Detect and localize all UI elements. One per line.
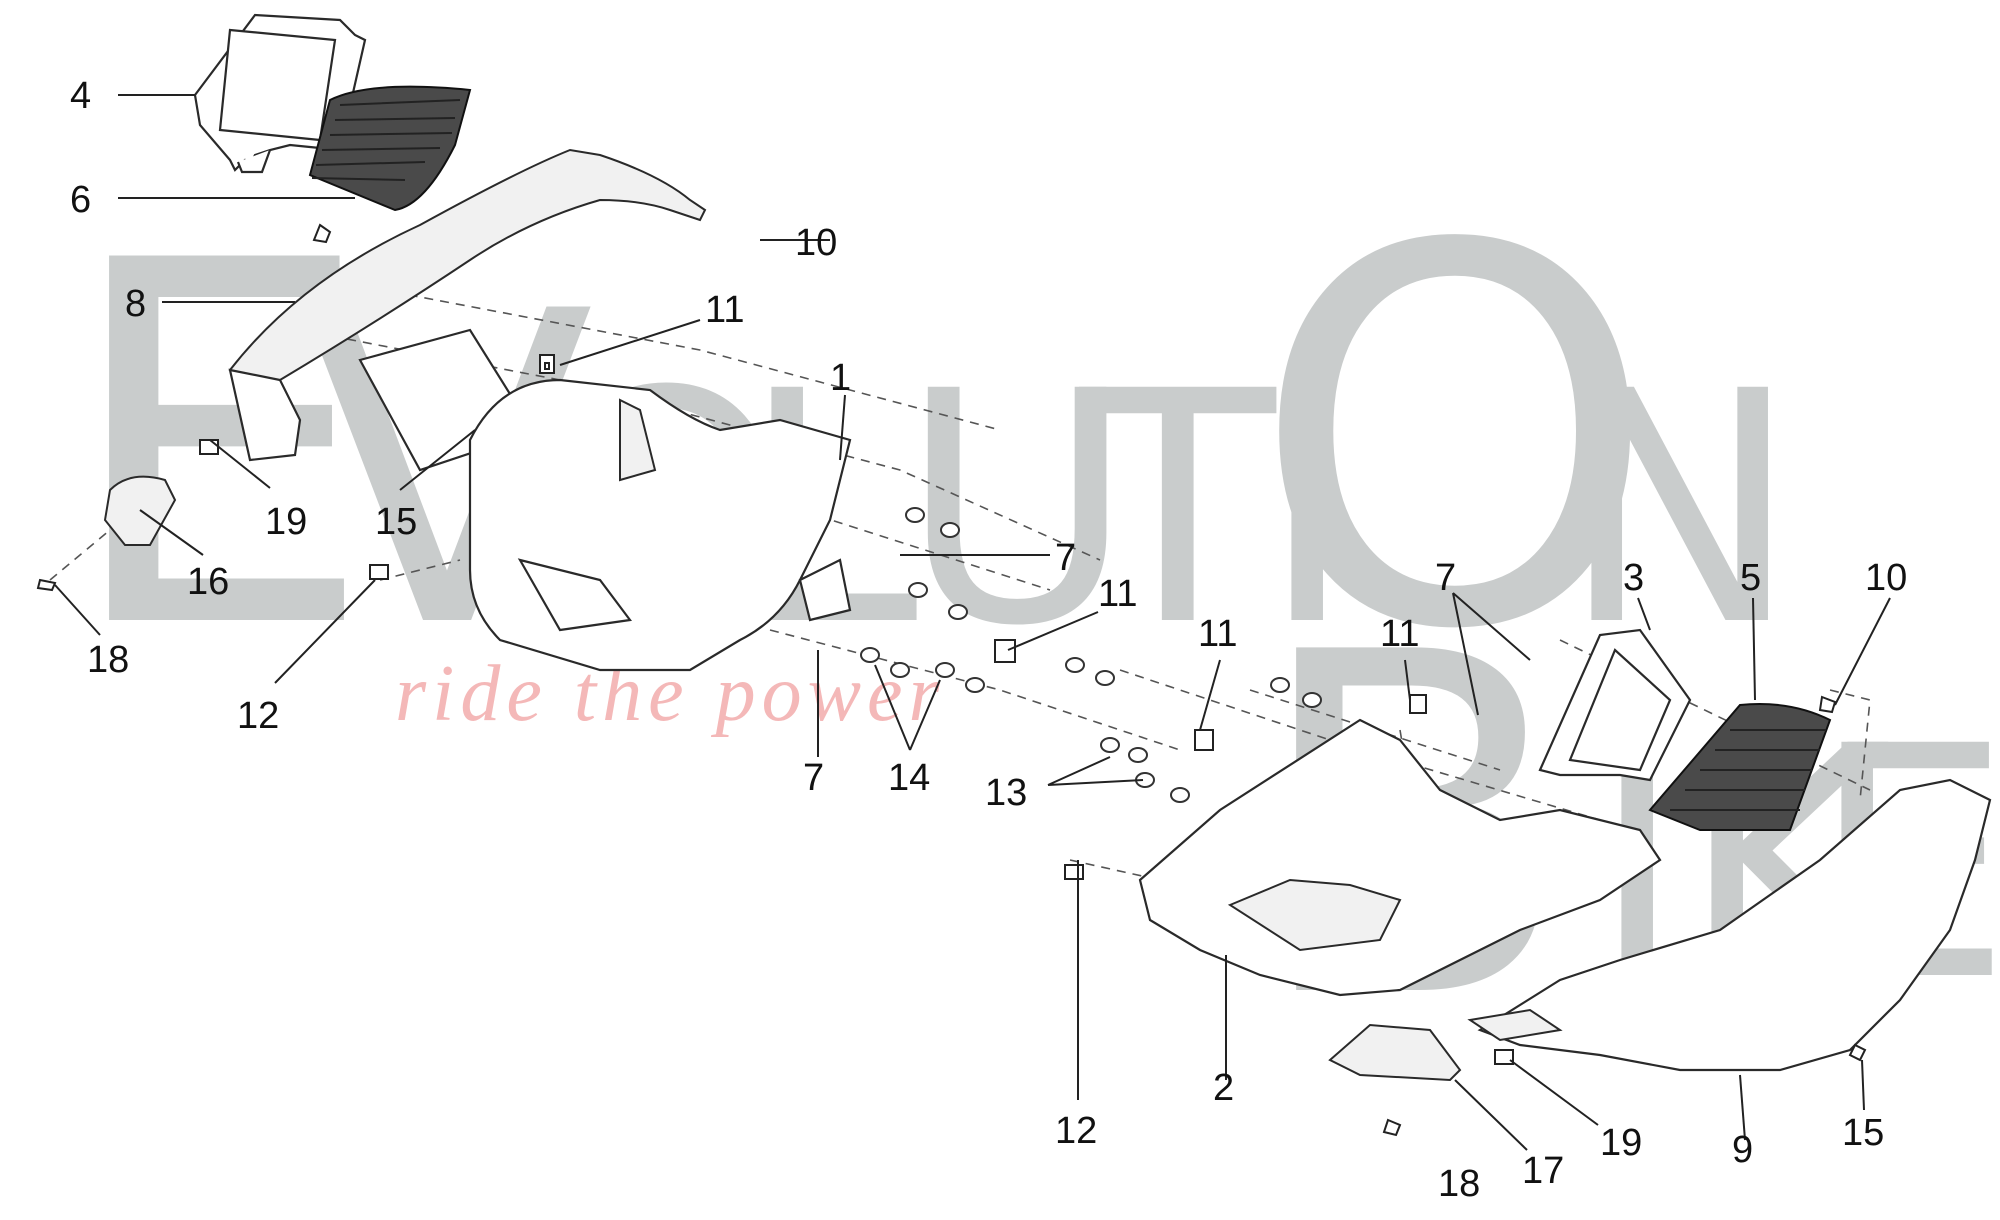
- watermark-letter-n: N: [1560, 324, 1799, 696]
- callout-10-right: 10: [1865, 557, 1907, 599]
- callout-12-right: 12: [1055, 1110, 1097, 1152]
- part-3-grille-frame: [1538, 628, 1692, 782]
- part-9-right-fairing: [1467, 778, 1992, 1072]
- callout-1: 1: [830, 357, 851, 399]
- callout-11-a: 11: [705, 289, 744, 331]
- callout-6: 6: [70, 179, 91, 221]
- callout-18-left: 18: [87, 639, 129, 681]
- callout-17: 17: [1522, 1150, 1564, 1192]
- callout-9: 9: [1732, 1129, 1753, 1171]
- part-5-grille: [1648, 703, 1832, 831]
- callout-13: 13: [985, 772, 1027, 814]
- watermark-letter-i: I: [1260, 324, 1354, 696]
- callout-11-c: 11: [1198, 613, 1237, 655]
- part-2-lower-panel: [1138, 718, 1662, 997]
- callout-3: 3: [1623, 557, 1644, 599]
- callouts: 4 6 10 8 11 1 19 15 16 18 12 7 11 7 14 1…: [70, 75, 1907, 1205]
- callout-15-right: 15: [1842, 1112, 1884, 1154]
- callout-10-top: 10: [795, 222, 837, 264]
- callout-11-b: 11: [1098, 573, 1137, 615]
- part-6-grille: [308, 85, 472, 212]
- callout-19-right: 19: [1600, 1122, 1642, 1164]
- callout-16: 16: [187, 561, 229, 603]
- callout-15-left: 15: [375, 501, 417, 543]
- callout-8: 8: [125, 283, 146, 325]
- watermark-letter-t: T: [1075, 324, 1280, 696]
- callout-18-right: 18: [1438, 1163, 1480, 1205]
- callout-4: 4: [70, 75, 91, 117]
- leader-lines: [54, 94, 1891, 1151]
- part-17-right-indicator: [1328, 1023, 1462, 1082]
- callout-11-d: 11: [1380, 613, 1419, 655]
- callout-7-a: 7: [1055, 537, 1076, 579]
- callout-19-left: 19: [265, 501, 307, 543]
- callout-7-b: 7: [803, 757, 824, 799]
- callout-2: 2: [1213, 1067, 1234, 1109]
- callout-14: 14: [888, 757, 930, 799]
- part-1-headlight-housing: [468, 378, 852, 672]
- hardware: [36, 223, 1867, 1137]
- watermark-letter-o2: O: [1250, 137, 1659, 743]
- callout-7-c: 7: [1435, 557, 1456, 599]
- callout-12-left: 12: [237, 695, 279, 737]
- callout-5: 5: [1740, 557, 1761, 599]
- watermark-letter-u: U: [900, 324, 1134, 696]
